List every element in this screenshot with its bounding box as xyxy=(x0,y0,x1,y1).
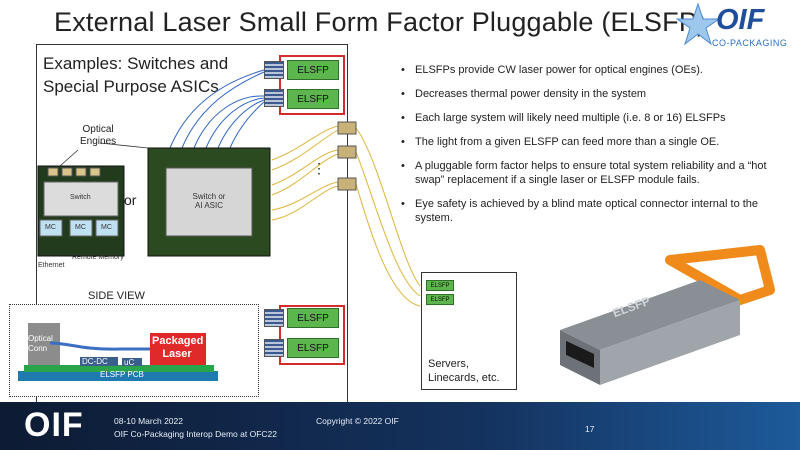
examples-line-1: Examples: Switches and xyxy=(43,54,229,73)
servers-label: Servers, Linecards, etc. xyxy=(428,357,500,385)
uc-label: uC xyxy=(124,358,135,367)
asic-chip-large xyxy=(165,167,253,237)
side-view-label: SIDE VIEW xyxy=(88,290,145,302)
elsfp-highlight-bottom xyxy=(279,305,345,365)
footer-date: 08-10 March 2022 xyxy=(114,416,183,426)
bullet-item: Each large system will likely need multi… xyxy=(399,111,789,125)
fiber-connector xyxy=(264,339,284,357)
optical-engines-label: Optical Engines xyxy=(80,124,116,148)
pcb-label: ELSFP PCB xyxy=(100,370,144,379)
connector-stack xyxy=(337,121,357,191)
mc-label: MC xyxy=(75,224,86,231)
servers-line-2: Linecards, etc. xyxy=(428,372,500,384)
dcdc-label: DC-DC xyxy=(82,357,108,366)
elsfp-module-3d xyxy=(560,245,775,385)
fiber-bundle-blue xyxy=(169,69,265,149)
logo-subtitle: CO-PACKAGING xyxy=(712,38,788,48)
optical-conn-line-2: Conn xyxy=(28,344,48,353)
switch-big-line-2: AI ASIC xyxy=(194,201,223,210)
elsfp-highlight-top xyxy=(279,55,345,115)
examples-line-2: Special Purpose ASICs xyxy=(43,77,219,96)
footer-copyright: Copyright © 2022 OIF xyxy=(316,416,399,426)
side-view-panel xyxy=(9,304,259,397)
fiber-connector xyxy=(264,89,284,107)
remote-memory-label: Remote Memory xyxy=(72,254,124,261)
switch-small-label: Switch xyxy=(70,194,91,201)
examples-heading: Examples: Switches and Special Purpose A… xyxy=(43,52,263,98)
bullet-item: A pluggable form factor helps to ensure … xyxy=(399,159,789,187)
optical-conn-line-1: Optical xyxy=(28,334,53,343)
bullet-item: Decreases thermal power density in the s… xyxy=(399,87,789,101)
elsfp-module: ELSFP xyxy=(287,308,339,328)
elsfp-module: ELSFP xyxy=(287,60,339,80)
bullet-item: The light from a given ELSFP can feed mo… xyxy=(399,135,789,149)
elsfp-module: ELSFP xyxy=(287,89,339,109)
fiber-bundle-yellow xyxy=(271,125,421,307)
packaged-laser-line-2: Laser xyxy=(162,348,192,360)
switch-big-label: Switch or AI ASIC xyxy=(184,192,234,210)
fiber-connector xyxy=(264,61,284,79)
slide-title: External Laser Small Form Factor Pluggab… xyxy=(54,7,707,37)
servers-line-1: Servers, xyxy=(428,358,469,370)
packaged-laser-label: Packaged Laser xyxy=(152,335,204,361)
mc-label: MC xyxy=(101,224,112,231)
side-view-graphic xyxy=(18,323,218,381)
footer-logo: OIF xyxy=(24,406,84,444)
footer-page-number: 17 xyxy=(585,424,595,434)
switch-chip-small xyxy=(43,181,119,217)
optical-engines-line-1: Optical xyxy=(82,124,114,135)
packaged-laser-line-1: Packaged xyxy=(152,335,204,347)
elsfp-module: ELSFP xyxy=(287,338,339,358)
optical-conn-label: Optical Conn xyxy=(28,334,53,354)
or-label: or xyxy=(124,192,137,208)
elsfp-module-small: ELSFP xyxy=(426,280,454,291)
ethernet-label: Ethernet xyxy=(38,262,65,269)
servers-box xyxy=(421,272,517,390)
elsfp-module-small: ELSFP xyxy=(426,294,454,305)
fiber-connector xyxy=(264,309,284,327)
switch-big-line-1: Switch or xyxy=(192,192,226,201)
logo-brand: OIF xyxy=(716,4,765,36)
optical-engines-line-2: Engines xyxy=(80,136,117,147)
bullet-list: ELSFPs provide CW laser power for optica… xyxy=(399,63,789,235)
footer-event: OIF Co-Packaging Interop Demo at OFC22 xyxy=(114,429,277,439)
ellipsis-label: ⋮ xyxy=(312,160,326,176)
bullet-item: ELSFPs provide CW laser power for optica… xyxy=(399,63,789,77)
mc-label: MC xyxy=(45,224,56,231)
bullet-item: Eye safety is achieved by a blind mate o… xyxy=(399,197,789,225)
oif-star-logo-icon xyxy=(676,2,721,46)
footer-bar xyxy=(0,402,800,450)
